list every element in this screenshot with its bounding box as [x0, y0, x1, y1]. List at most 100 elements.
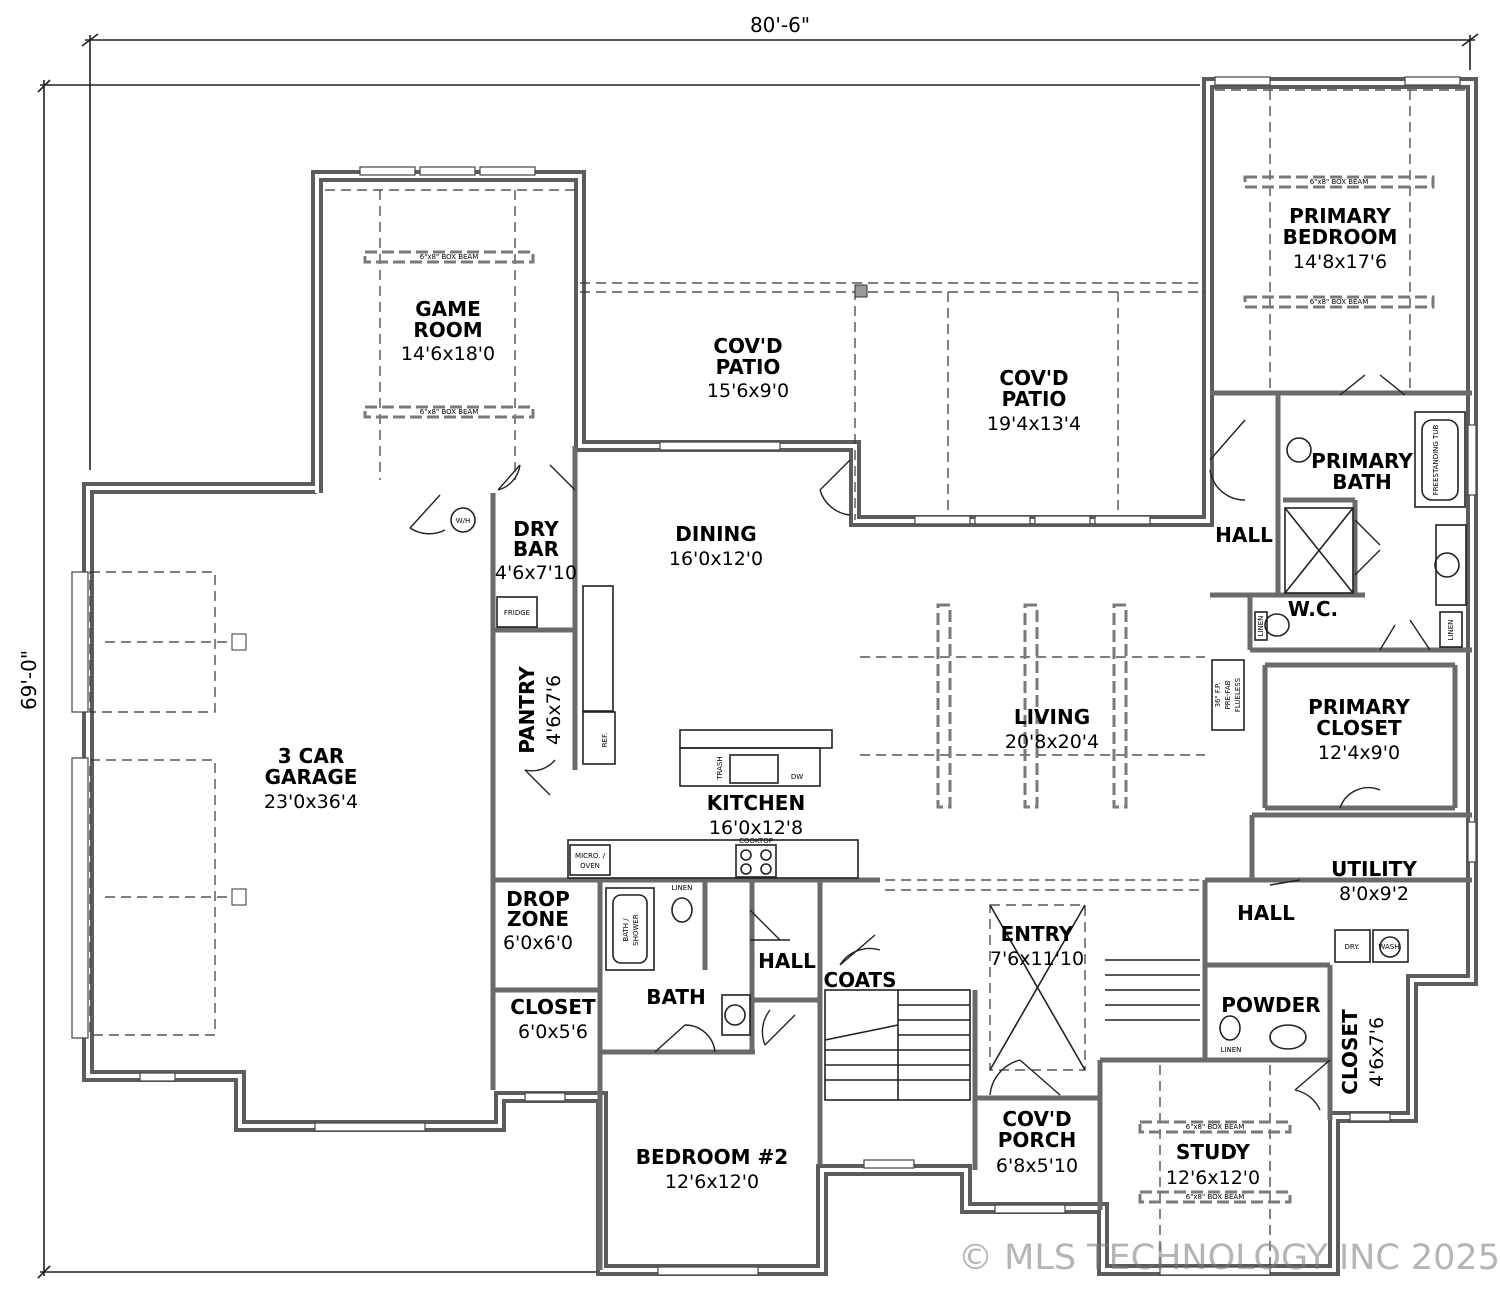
trash-label: TRASH — [716, 756, 724, 780]
primary-closet-name-1: PRIMARY — [1308, 695, 1410, 719]
windows — [139, 76, 1477, 1276]
drop-zone-name-2: ZONE — [507, 907, 569, 931]
utility-size: 8'0x9'2 — [1339, 883, 1409, 905]
copyright-watermark: © MLS TECHNOLOGY INC 2025 — [958, 1238, 1500, 1278]
freestanding-tub-label: FREESTANDING TUB — [1432, 425, 1440, 496]
hall-2-name: HALL — [1237, 901, 1295, 925]
box-beam-label-1: 6"x8" BOX BEAM — [420, 253, 479, 261]
garage-name-2: GARAGE — [265, 765, 358, 789]
primary-bedroom-name-1: PRIMARY — [1289, 204, 1391, 228]
hall-1-name: HALL — [1215, 523, 1273, 547]
box-beam-label-4: 6"x8" BOX BEAM — [1310, 298, 1369, 306]
covd-patio-1-name-1: COV'D — [713, 334, 782, 358]
width-dimension-label: 80'-6" — [750, 13, 810, 37]
primary-bath-name-1: PRIMARY — [1311, 449, 1413, 473]
bath-name: BATH — [646, 985, 706, 1009]
covd-patio-1-name-2: PATIO — [716, 355, 781, 379]
entry-ceiling — [989, 904, 1086, 1071]
linen-label-1: LINEN — [672, 884, 693, 892]
box-beam-label-2: 6"x8" BOX BEAM — [420, 408, 479, 416]
coats-name: COATS — [823, 968, 896, 992]
closet-1-name: CLOSET — [510, 995, 596, 1019]
fireplace-label-2: PRE-FAB — [1224, 680, 1232, 709]
kitchen-counters — [496, 585, 859, 879]
powder-name: POWDER — [1221, 993, 1320, 1017]
drop-zone-name-1: DROP — [506, 887, 570, 911]
wh-label: W/H — [456, 517, 471, 525]
bedroom-2-name: BEDROOM #2 — [636, 1145, 788, 1169]
fireplace-label-1: 36" F.P. — [1214, 683, 1222, 708]
hall-3-name: HALL — [758, 949, 816, 973]
covd-patio-1-size: 15'6x9'0 — [707, 380, 789, 402]
dining-size: 16'0x12'0 — [669, 548, 763, 570]
dimension-lines: 80'-6" 69'-0" — [17, 13, 1479, 1279]
wc-name: W.C. — [1288, 597, 1338, 621]
cooktop-label: COOKTOP — [739, 837, 773, 845]
living-size: 20'8x20'4 — [1005, 731, 1099, 753]
closet-2-name: CLOSET — [1338, 1009, 1362, 1095]
kitchen-size: 16'0x12'8 — [709, 817, 803, 839]
fireplace-label-3: FLUELESS — [1234, 677, 1242, 712]
garage-name-1: 3 CAR — [278, 744, 344, 768]
utility-name: UTILITY — [1331, 857, 1417, 881]
covd-porch-size: 6'8x5'10 — [996, 1155, 1078, 1177]
game-room-name-2: ROOM — [413, 318, 482, 342]
box-beams — [363, 175, 1435, 1204]
drop-zone-size: 6'0x6'0 — [503, 932, 573, 954]
pantry-name: PANTRY — [515, 666, 539, 754]
covd-porch-name-1: COV'D — [1002, 1107, 1071, 1131]
covd-patio-2-name-1: COV'D — [999, 366, 1068, 390]
study-size: 12'6x12'0 — [1166, 1167, 1260, 1189]
ref-label: REF. — [601, 733, 609, 747]
dry-bar-size: 4'6x7'10 — [495, 562, 577, 584]
bedroom-2-size: 12'6x12'0 — [665, 1171, 759, 1193]
garage-doors — [71, 571, 247, 1039]
garage-size: 23'0x36'4 — [264, 791, 358, 813]
covd-porch-name-2: PORCH — [998, 1128, 1076, 1152]
closet-2-size: 4'6x7'6 — [1366, 1017, 1388, 1087]
covd-patio-2-name-2: PATIO — [1002, 387, 1067, 411]
game-room-size: 14'6x18'0 — [401, 343, 495, 365]
primary-closet-size: 12'4x9'0 — [1318, 742, 1400, 764]
bath-shower-label-1: BATH / — [622, 918, 630, 942]
primary-closet-name-2: CLOSET — [1316, 716, 1402, 740]
primary-bath-name-2: BATH — [1332, 470, 1392, 494]
dry-bar-name-1: DRY — [513, 517, 559, 541]
room-labels: GAME ROOM 14'6x18'0 COV'D PATIO 15'6x9'0… — [264, 204, 1417, 1193]
staircase — [824, 959, 1200, 1101]
ceiling-lines — [325, 89, 1465, 1265]
bath-shower-label-2: SHOWER — [632, 914, 640, 946]
dry-bar-name-2: BAR — [513, 537, 559, 561]
box-beam-label-5: 6"x8" BOX BEAM — [1186, 1123, 1245, 1131]
wash-label: WASH. — [1378, 943, 1401, 951]
fixture-labels: W/H FRIDGE REF. TRASH DW COOKTOP MICRO. … — [420, 178, 1455, 1201]
kitchen-name: KITCHEN — [707, 791, 805, 815]
entry-name: ENTRY — [1001, 922, 1074, 946]
box-beam-label-6: 6"x8" BOX BEAM — [1186, 1193, 1245, 1201]
door-swings — [409, 374, 1431, 1111]
dw-label: DW — [791, 773, 803, 781]
study-name: STUDY — [1176, 1140, 1250, 1164]
fridge-label: FRIDGE — [504, 609, 530, 617]
linen-label-3: LINEN — [1447, 620, 1455, 641]
depth-dimension-label: 69'-0" — [17, 650, 41, 710]
linen-label-2: LINEN — [1257, 616, 1265, 637]
patio-outline — [580, 282, 1205, 520]
primary-bedroom-name-2: BEDROOM — [1283, 225, 1398, 249]
micro-oven-label-1: MICRO. / — [575, 852, 606, 860]
closet-1-size: 6'0x5'6 — [518, 1021, 588, 1043]
dining-name: DINING — [675, 522, 756, 546]
game-room-name-1: GAME — [415, 297, 480, 321]
interior-walls — [490, 390, 1472, 1270]
micro-oven-label-2: OVEN — [580, 862, 600, 870]
bath-fixtures — [450, 411, 1467, 1050]
box-beam-label-3: 6"x8" BOX BEAM — [1310, 178, 1369, 186]
primary-bedroom-size: 14'8x17'6 — [1293, 251, 1387, 273]
linen-label-4: LINEN — [1221, 1046, 1242, 1054]
living-name: LIVING — [1014, 705, 1090, 729]
pantry-size: 4'6x7'6 — [543, 675, 565, 745]
dry-label: DRY. — [1345, 943, 1360, 951]
entry-size: 7'6x11'10 — [990, 948, 1084, 970]
covd-patio-2-size: 19'4x13'4 — [987, 413, 1081, 435]
